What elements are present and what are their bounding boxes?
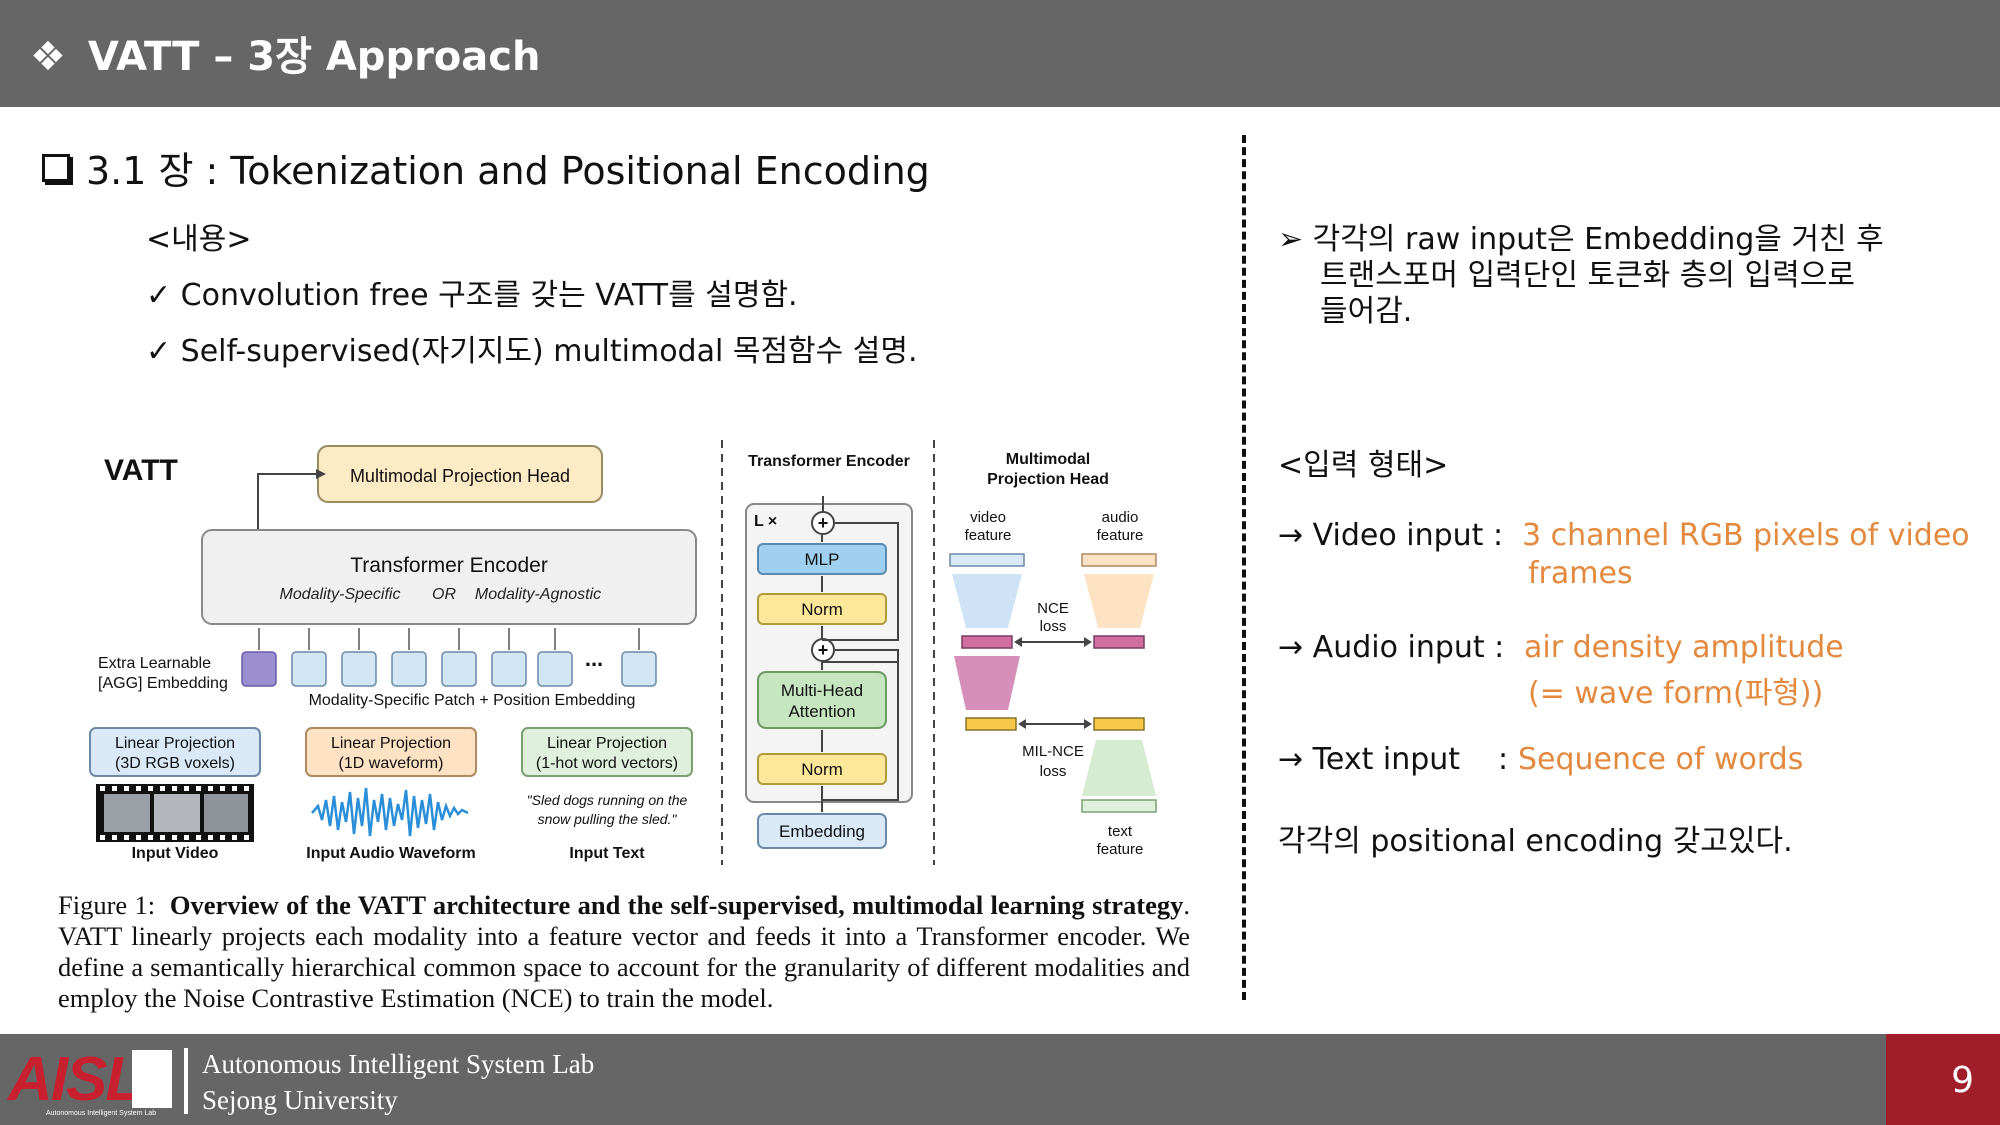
- patch-token: [622, 652, 656, 686]
- mha-label-1: Multi-Head: [781, 681, 863, 700]
- audio-input-value-1: air density amplitude: [1524, 630, 1844, 665]
- te-sub-b: Modality-Agnostic: [475, 586, 601, 603]
- lp-text-2: (1-hot word vectors): [536, 755, 678, 772]
- footer-bar: AISL Autonomous Intelligent System Lab A…: [0, 1034, 2000, 1125]
- input-video-label: Input Video: [132, 845, 219, 862]
- quote-1: "Sled dogs running on the: [527, 792, 688, 808]
- audio-waveform: [312, 788, 468, 836]
- milnce-label-1: MIL-NCE: [1022, 743, 1084, 760]
- quote-2: snow pulling the sled.": [538, 811, 678, 827]
- text-feature-2: feature: [1097, 841, 1144, 858]
- te-sub-a: Modality-Specific: [280, 586, 401, 603]
- video-text-trapezoid: [954, 656, 1020, 710]
- lp-audio-2: (1D waveform): [339, 755, 444, 772]
- patch-token: [392, 652, 426, 686]
- patch-token: [292, 652, 326, 686]
- nce-label-2: loss: [1040, 618, 1067, 635]
- transformer-encoder-box: [202, 530, 696, 624]
- text-feature-bar: [1082, 800, 1156, 812]
- page-number: 9: [1951, 1060, 1974, 1101]
- audio-input-value-2: (= wave form(파형)): [1528, 668, 1823, 712]
- token-dots: ...: [585, 646, 603, 671]
- nce-label-1: NCE: [1037, 600, 1069, 617]
- video-feature-bar: [950, 554, 1024, 566]
- mha-label-2: Attention: [788, 702, 855, 721]
- university-name: Sejong University: [202, 1082, 594, 1118]
- closing-note: 각각의 positional encoding 갖고있다.: [1278, 816, 1793, 860]
- input-form-heading: <입력 형태>: [1278, 440, 1448, 484]
- text-input-colon: :: [1498, 742, 1508, 777]
- patch-label: Modality-Specific Patch + Position Embed…: [309, 692, 636, 709]
- video-text-space-bar: [966, 718, 1016, 730]
- agg-label-1: Extra Learnable: [98, 655, 211, 672]
- norm-label-top: Norm: [801, 600, 843, 619]
- video-input-value-2: frames: [1528, 556, 1633, 591]
- text-projection-trapezoid: [1082, 740, 1156, 796]
- norm-label-bottom: Norm: [801, 760, 843, 779]
- audio-feature-2: feature: [1097, 527, 1144, 544]
- video-input-value-1: 3 channel RGB pixels of video: [1522, 518, 1970, 553]
- input-audio-label: Input Audio Waveform: [306, 845, 475, 862]
- token-arrows: [259, 628, 639, 650]
- footer-separator: [184, 1048, 188, 1114]
- video-feature-1: video: [970, 509, 1006, 526]
- figure-vatt-label: VATT: [104, 454, 178, 487]
- text-input-label: → Text input: [1278, 742, 1460, 777]
- lp-text-1: Linear Projection: [547, 735, 667, 752]
- patch-token: [342, 652, 376, 686]
- mph-label: Multimodal Projection Head: [350, 466, 570, 486]
- agg-token: [242, 652, 276, 686]
- milnce-label-2: loss: [1040, 763, 1067, 780]
- video-feature-2: feature: [965, 527, 1012, 544]
- patch-token: [442, 652, 476, 686]
- text-space-bar: [1094, 718, 1144, 730]
- caption-prefix: Figure 1:: [58, 890, 155, 920]
- video-audio-space-bar: [962, 636, 1012, 648]
- lp-video-1: Linear Projection: [115, 735, 235, 752]
- te-sub-or: OR: [432, 586, 456, 603]
- agg-label-2: [AGG] Embedding: [98, 675, 228, 692]
- input-text-label: Input Text: [569, 845, 645, 862]
- audio-input-label: → Audio input :: [1278, 630, 1504, 665]
- patch-token: [492, 652, 526, 686]
- te-title: Transformer Encoder: [350, 554, 548, 577]
- footer-lab: Autonomous Intelligent System Lab Sejong…: [202, 1046, 594, 1118]
- text-input-value: Sequence of words: [1518, 742, 1803, 777]
- audio-feature-1: audio: [1102, 509, 1139, 526]
- lp-video-2: (3D RGB voxels): [115, 755, 235, 772]
- column-divider: [1242, 135, 1246, 1000]
- page-number-box: 9: [1886, 1034, 2000, 1125]
- caption-bold: Overview of the VATT architecture and th…: [170, 890, 1184, 920]
- text-feature-1: text: [1108, 823, 1133, 840]
- lp-audio-1: Linear Projection: [331, 735, 451, 752]
- encoder-to-mph-arrow: [258, 474, 316, 530]
- enc-detail-title: Transformer Encoder: [748, 453, 910, 470]
- lab-name: Autonomous Intelligent System Lab: [202, 1046, 594, 1082]
- plus-top: +: [818, 513, 829, 533]
- aisl-logo-sub: Autonomous Intelligent System Lab: [46, 1110, 156, 1117]
- embedding-label: Embedding: [779, 822, 865, 841]
- aisl-logo: AISL Autonomous Intelligent System Lab: [6, 1044, 178, 1118]
- audio-space-bar: [1094, 636, 1144, 648]
- audio-projection-trapezoid: [1084, 574, 1154, 628]
- figure-caption: Figure 1: Overview of the VATT architect…: [58, 890, 1190, 1014]
- lx-label: L ×: [754, 513, 777, 530]
- plus-mid: +: [818, 640, 829, 660]
- mp-title-1: Multimodal: [1006, 451, 1090, 468]
- vatt-figure: VATT Multimodal Projection Head Transfor…: [0, 0, 1240, 880]
- mp-title-2: Projection Head: [987, 471, 1109, 488]
- audio-feature-bar: [1082, 554, 1156, 566]
- aisl-logo-text: AISL: [6, 1045, 141, 1114]
- video-input-label: → Video input :: [1278, 518, 1503, 553]
- patch-token: [538, 652, 572, 686]
- intro-line-3: 들어감.: [1320, 286, 1412, 330]
- mlp-label: MLP: [805, 550, 840, 569]
- video-filmstrip: [96, 784, 254, 842]
- video-projection-trapezoid: [952, 574, 1022, 628]
